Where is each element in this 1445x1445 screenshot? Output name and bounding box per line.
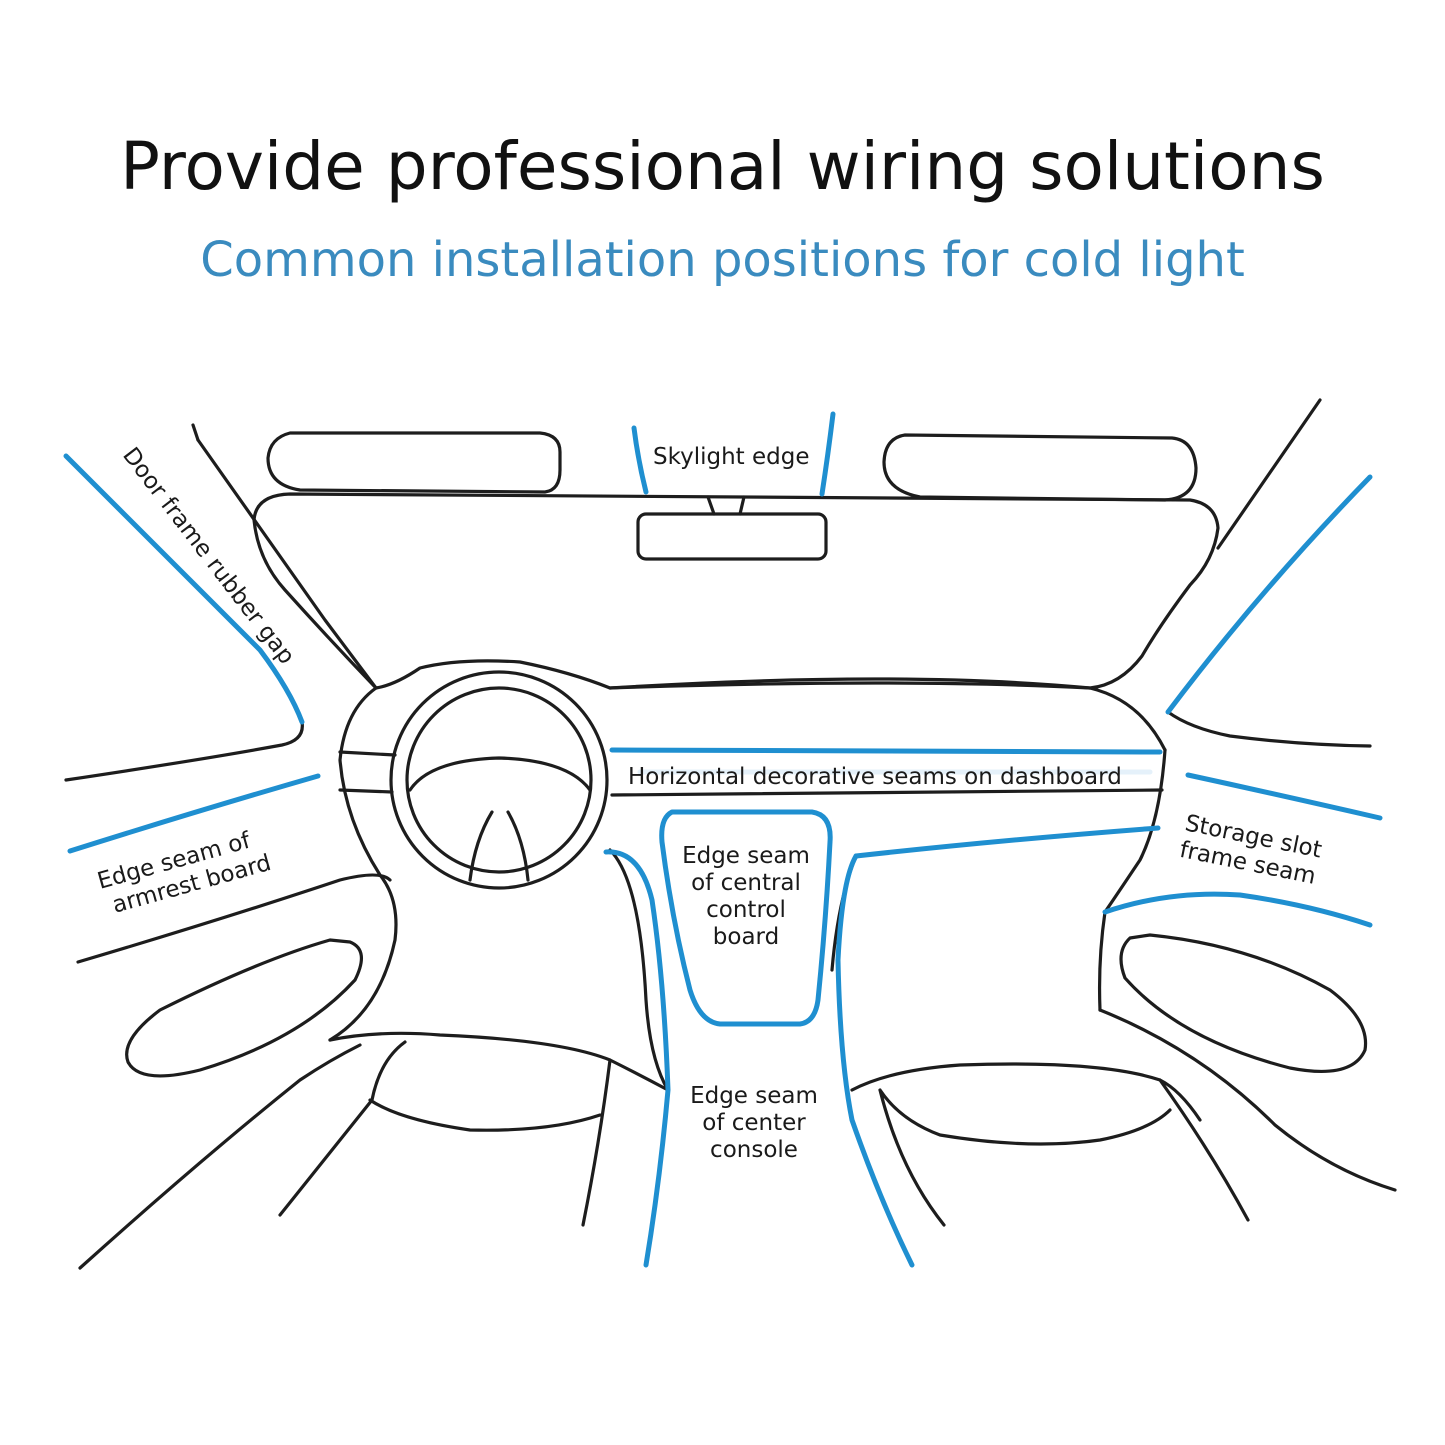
left-seat [280, 1033, 668, 1225]
label-dashboard-seams: Horizontal decorative seams on dashboard [628, 764, 1122, 790]
right-a-pillar [1218, 400, 1320, 548]
steering-wheel-outer [391, 672, 607, 888]
armrest-edge-line [70, 776, 318, 851]
dashboard-left-cluster [330, 688, 396, 1040]
label-center-console-line2: of center [702, 1110, 806, 1136]
storage-slot-line-2 [1105, 894, 1370, 925]
dashboard-left-lines [340, 752, 395, 792]
right-seat [852, 1064, 1248, 1225]
left-door-lower [80, 1045, 360, 1268]
right-door-handle [1121, 935, 1366, 1071]
label-central-board-line4: board [713, 924, 779, 950]
label-storage-slot: Storage slot frame seam [1177, 810, 1324, 890]
label-central-board-line1: Edge seam [682, 843, 810, 869]
dashboard-top [610, 683, 1165, 750]
label-central-board-line3: control [706, 897, 786, 923]
skylight-edge-right-line [822, 414, 833, 494]
skylight-edge-left-line [634, 428, 646, 492]
right-window-sill [1168, 712, 1370, 746]
left-a-pillar-tip [193, 425, 198, 440]
label-central-board-line2: of central [691, 870, 801, 896]
dashboard-right-lower-line [856, 828, 1158, 856]
label-armrest: Edge seam of armrest board [95, 824, 274, 921]
right-sun-visor [884, 435, 1196, 500]
dashboard-lower-seam [612, 790, 1162, 795]
labels: Skylight edge Door frame rubber gap Hori… [95, 443, 1324, 1163]
left-door-handle [127, 940, 362, 1076]
label-center-console: Edge seam of center console [690, 1083, 818, 1163]
rear-view-mirror [638, 514, 826, 559]
label-center-console-line1: Edge seam [690, 1083, 818, 1109]
steering-wheel-inner [407, 688, 591, 872]
right-door-lower [1100, 1010, 1395, 1190]
storage-slot-line-1 [1188, 775, 1380, 818]
label-skylight-edge: Skylight edge [653, 444, 810, 470]
right-pillar-line [1168, 477, 1370, 712]
label-center-console-line3: console [710, 1137, 798, 1163]
dashboard-seam-line [612, 750, 1160, 752]
left-window-sill [66, 722, 302, 780]
left-sun-visor [268, 433, 560, 492]
label-central-control-board: Edge seam of central control board [682, 843, 810, 950]
door-frame-line [66, 456, 302, 722]
windshield-frame [254, 494, 1218, 688]
steering-wheel-spokes [410, 758, 590, 880]
center-console-right-line [838, 856, 912, 1265]
rear-view-mirror-stem [708, 497, 744, 514]
